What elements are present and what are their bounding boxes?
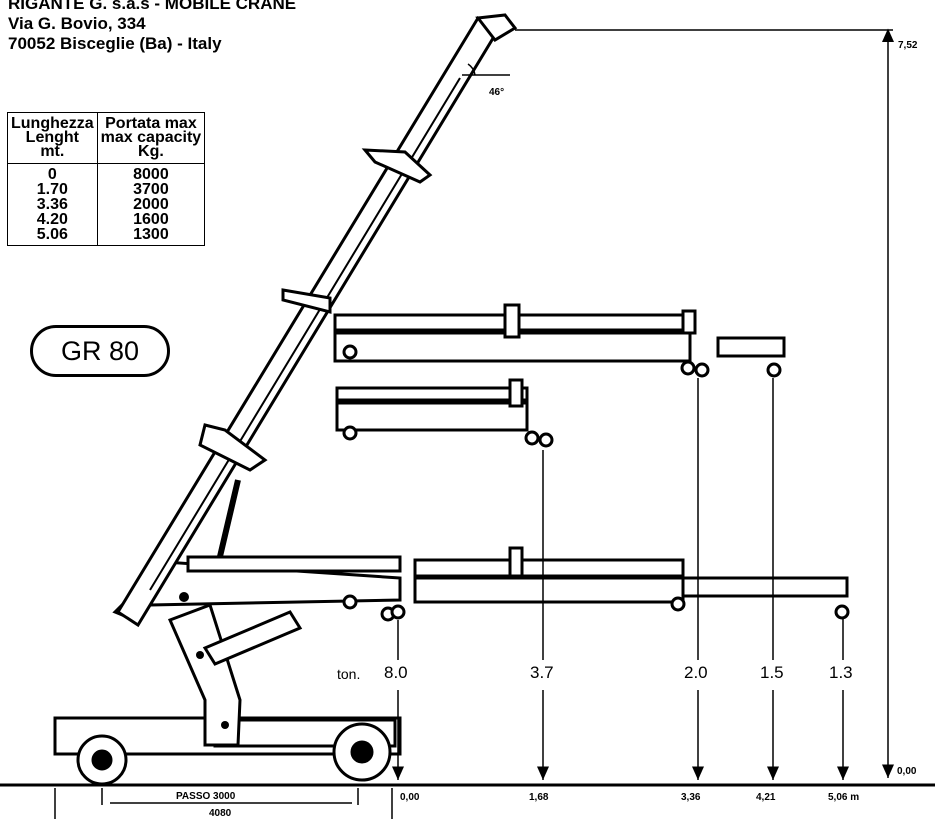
table-row: 1.70 3700 <box>7 182 206 198</box>
height-label: 7,52 <box>898 40 918 51</box>
overall-length-label: 4080 <box>209 808 232 819</box>
capacity-cell: 8000 <box>96 163 206 182</box>
front-wheel-hub <box>350 740 374 764</box>
company-address: Via G. Bovio, 334 <box>8 14 146 33</box>
capacity-header-it: Portata max <box>105 115 197 132</box>
boom-stage-2 <box>413 576 685 604</box>
capacity-table-header: Lunghezza Lenght mt. Portata max max cap… <box>7 112 206 164</box>
length-column-header: Lunghezza Lenght mt. <box>7 112 98 164</box>
length-cell: 4.20 <box>7 212 98 228</box>
model-badge: GR 80 <box>30 325 170 377</box>
lift-cylinder <box>202 610 303 666</box>
rear-wheel-hub <box>91 749 113 771</box>
angle-label: 46° <box>489 87 505 98</box>
boom-bracket-upper <box>361 148 433 184</box>
distance-tick: 0,00 <box>400 792 420 803</box>
distance-tick: 3,36 <box>681 792 701 803</box>
length-cell: 5.06 <box>7 227 98 246</box>
crane-chassis <box>53 560 402 786</box>
boom-bracket-lower <box>198 423 268 472</box>
table-row: 0 8000 <box>7 163 206 182</box>
capacity-header-en: max capacity <box>100 129 202 146</box>
boom-bracket-mid <box>281 288 332 314</box>
capacity-cell: 1600 <box>96 212 206 228</box>
load-value: 8.0 <box>384 663 408 682</box>
boom-stage-1 <box>335 386 529 402</box>
capacity-cell: 3700 <box>96 182 206 198</box>
length-header-unit: mt. <box>40 143 65 160</box>
company-header: RIGANTE G. s.a.s - MOBILE CRANE Via G. B… <box>8 0 296 54</box>
load-value: 2.0 <box>684 663 708 682</box>
capacity-table: Lunghezza Lenght mt. Portata max max cap… <box>7 112 206 246</box>
length-cell: 0 <box>7 163 98 182</box>
boom-horizontal-middle <box>335 378 554 448</box>
boom-stage-3 <box>716 336 786 358</box>
load-prefix: ton. <box>337 666 361 682</box>
capacity-cell: 2000 <box>96 197 206 213</box>
ground-label: 0,00 <box>897 766 917 777</box>
table-row: 3.36 2000 <box>7 197 206 213</box>
length-cell: 3.36 <box>7 197 98 213</box>
length-header-it: Lunghezza <box>11 115 94 132</box>
table-row: 5.06 1300 <box>7 227 206 246</box>
distance-tick: 1,68 <box>529 792 549 803</box>
load-value: 1.3 <box>829 663 853 682</box>
wheelbase-label: PASSO 3000 <box>176 791 236 802</box>
distance-tick: 5,06 m <box>828 792 860 803</box>
capacity-column-header: Portata max max capacity Kg. <box>96 112 206 164</box>
capacity-cell: 1300 <box>96 227 206 246</box>
distance-tick: 4,21 <box>756 792 776 803</box>
load-value: 1.5 <box>760 663 784 682</box>
boom-horizontal-upper <box>333 303 786 378</box>
boom-stage-3 <box>681 576 849 598</box>
company-name: RIGANTE G. s.a.s - MOBILE CRANE <box>8 0 297 13</box>
boom-stage-0 <box>186 555 402 573</box>
boom-stage-2 <box>335 401 529 432</box>
boom-stage-1 <box>413 558 685 578</box>
table-row: 4.20 1600 <box>7 212 206 228</box>
length-header-en: Lenght <box>25 129 79 146</box>
base-dimensions <box>54 788 393 819</box>
load-value: 3.7 <box>530 663 554 682</box>
capacity-header-unit: Kg. <box>138 143 164 160</box>
company-city: 70052 Bisceglie (Ba) - Italy <box>8 34 222 53</box>
length-cell: 1.70 <box>7 182 98 198</box>
angle-indicator <box>462 63 510 76</box>
boom-raised <box>115 13 518 628</box>
boom-head <box>475 13 518 42</box>
boom-horizontal-lower <box>186 546 850 622</box>
load-lines <box>392 378 849 780</box>
